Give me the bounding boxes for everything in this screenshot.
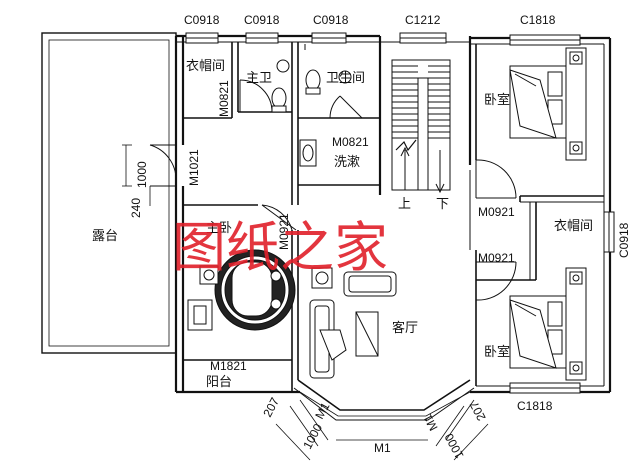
window-label-1: C0918	[184, 13, 220, 27]
window-label-3: C0918	[313, 13, 349, 27]
dim-bay-left-offset: 207	[260, 395, 282, 420]
door-label-9: M1	[374, 441, 391, 455]
door-label-5: M0921	[478, 205, 515, 219]
door-label-2: M0821	[332, 135, 369, 149]
room-label-bathroom: 卫生间	[326, 71, 365, 86]
room-label-bedroom-top: 卧室	[484, 92, 510, 108]
window-label-2: C0918	[244, 13, 280, 27]
bay-window	[293, 379, 475, 421]
door-label-1: M0821	[217, 80, 231, 117]
room-label-living-room: 客厅	[392, 320, 418, 336]
door-label-7: M1821	[210, 359, 247, 373]
room-label-terrace: 露台	[92, 229, 118, 244]
room-label-master-bath: 主卫	[246, 71, 272, 86]
room-label-bedroom-bottom: 卧室	[484, 344, 510, 360]
dim-bay-right-width: 1000	[442, 431, 467, 461]
room-label-balcony: 阳台	[206, 375, 232, 390]
door-label-10: M1	[420, 412, 440, 434]
door-label-3: M1021	[187, 149, 201, 186]
watermark: 图纸之家	[172, 216, 388, 279]
stair-down-label: 下	[436, 197, 449, 212]
round-bed	[187, 249, 296, 331]
dimension-lines	[122, 144, 489, 461]
window-label-6: C0918	[617, 222, 631, 258]
window-label-5: C1818	[520, 13, 556, 27]
room-label-cloakroom-right: 衣帽间	[554, 218, 593, 234]
room-label-master-bedroom: 主卧	[206, 221, 232, 236]
dim-wall-offset: 240	[129, 198, 143, 218]
bed-bottom	[509, 267, 587, 381]
terrace-outline	[41, 32, 177, 354]
door-swings	[149, 79, 517, 301]
bed-top	[509, 47, 587, 161]
window-label-4: C1212	[405, 13, 441, 27]
stair-up-label: 上	[398, 197, 411, 212]
door-label-4: M0921	[277, 213, 291, 250]
room-label-washroom: 洗漱	[334, 155, 360, 170]
dim-bay-right-offset: 207	[467, 399, 489, 424]
dim-door-width: 1000	[135, 161, 149, 188]
living-furniture	[309, 267, 397, 379]
window-label-7: C1818	[517, 399, 553, 413]
bathroom-fixtures	[271, 44, 352, 167]
staircase	[391, 59, 451, 194]
top-windows	[185, 32, 615, 394]
door-label-6: M0921	[478, 251, 515, 265]
room-label-cloakroom-left: 衣帽间	[186, 58, 225, 74]
